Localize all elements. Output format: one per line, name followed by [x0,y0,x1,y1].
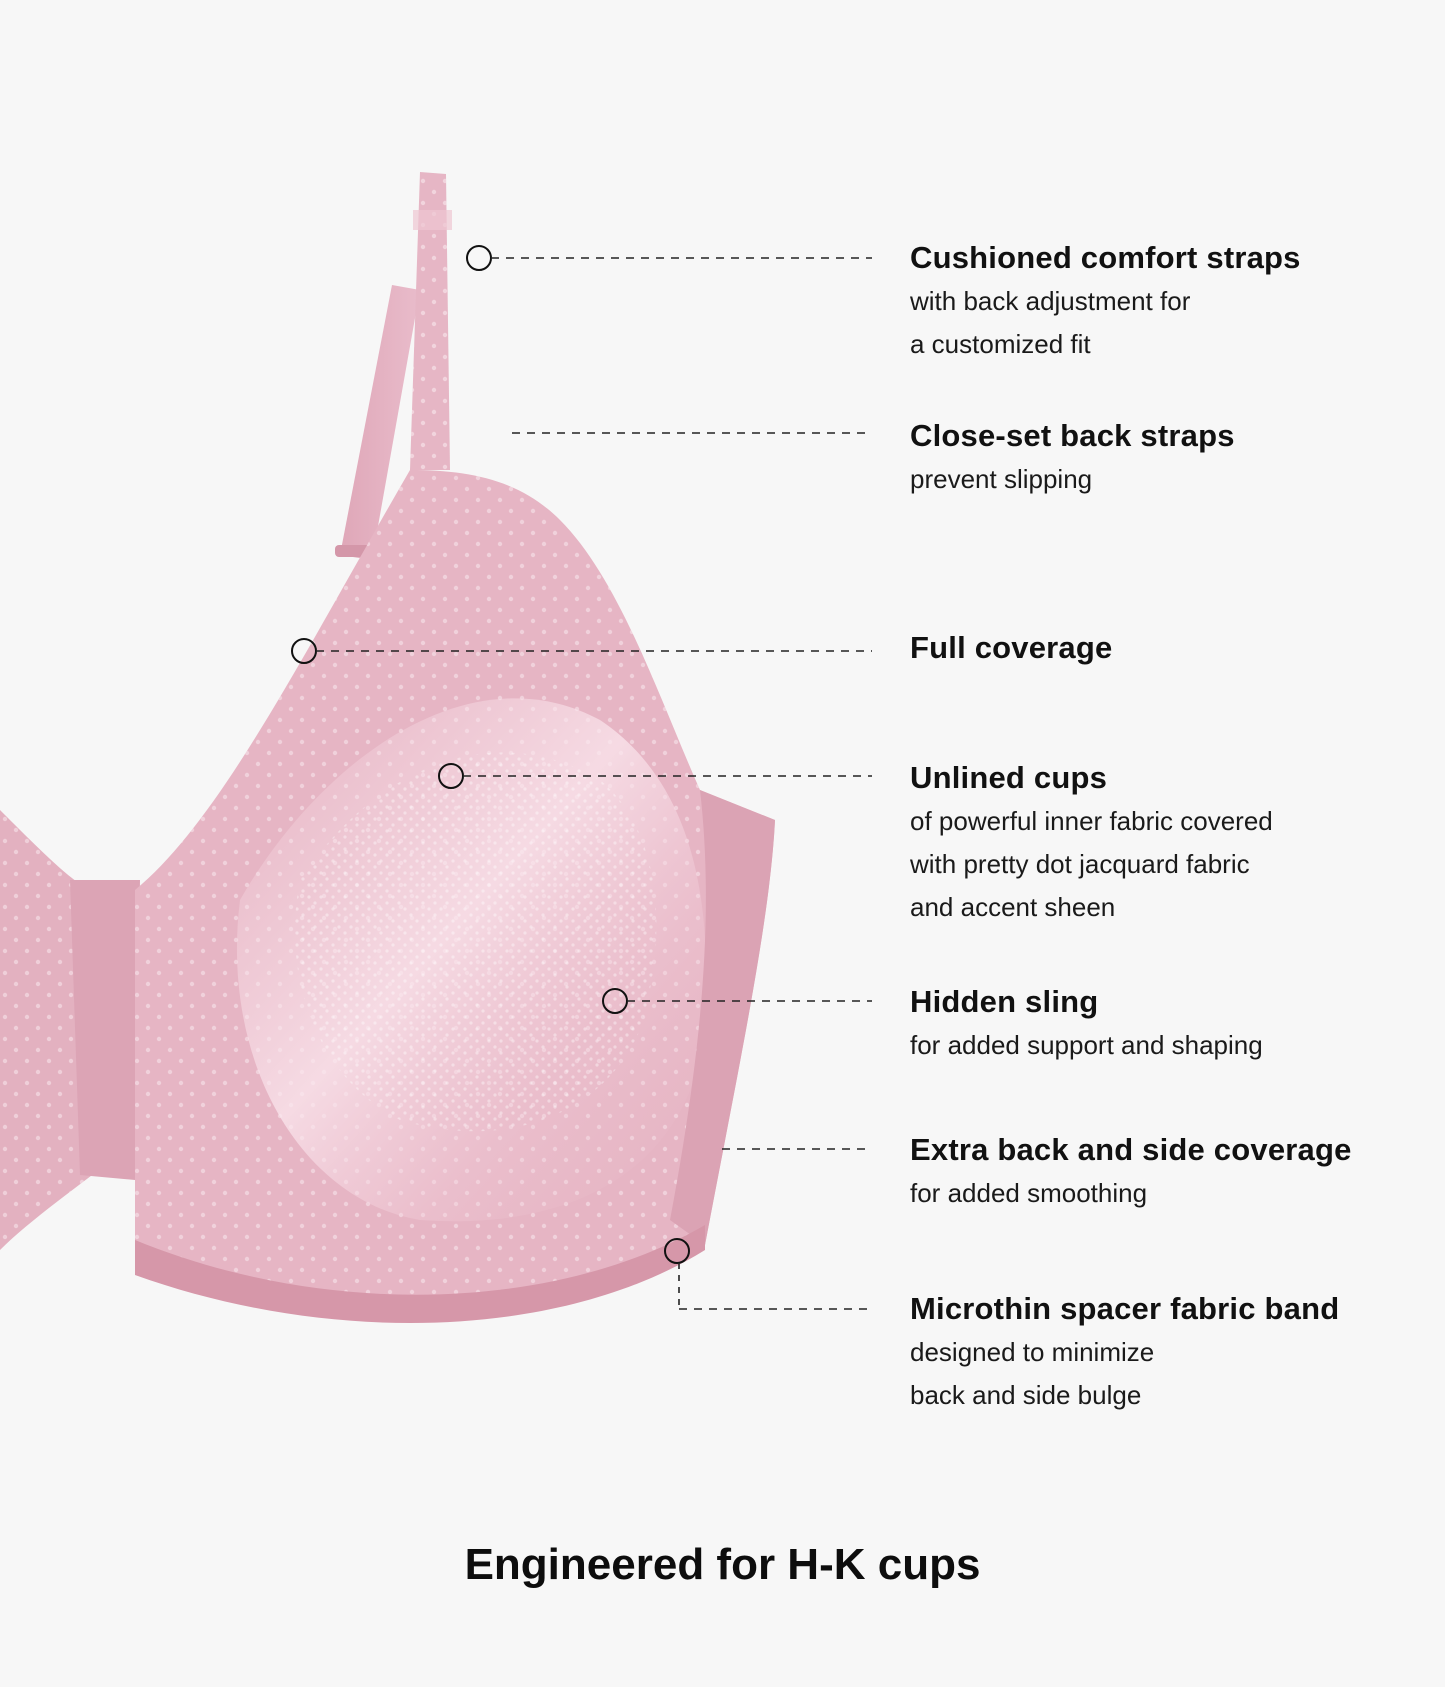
feature-title: Cushioned comfort straps [910,240,1301,275]
feature-unlined-cups: Unlined cups of powerful inner fabric co… [910,756,1430,929]
feature-extra-back-side-coverage: Extra back and side coverage for added s… [910,1128,1430,1215]
feature-microthin-spacer-band: Microthin spacer fabric band designed to… [910,1287,1430,1417]
feature-title: Full coverage [910,630,1113,665]
callout-hidden-sling [602,988,872,1014]
feature-description: with back adjustment for a customized fi… [910,286,1191,359]
feature-description: designed to minimize back and side bulge [910,1337,1155,1410]
feature-close-set-back-straps: Close-set back straps prevent slipping [910,414,1430,501]
center-gore [70,880,140,1180]
feature-title: Extra back and side coverage [910,1132,1352,1167]
feature-description: for added support and shaping [910,1030,1263,1060]
front-strap [410,172,452,470]
callout-microthin-spacer-band [664,1238,872,1310]
callout-full-coverage [291,638,872,664]
feature-title: Close-set back straps [910,418,1235,453]
tagline-heading: Engineered for H-K cups [464,1540,981,1589]
feature-description: prevent slipping [910,464,1093,494]
feature-title: Unlined cups [910,760,1108,795]
feature-cushioned-comfort-straps: Cushioned comfort straps with back adjus… [910,236,1430,366]
feature-hidden-sling: Hidden sling for added support and shapi… [910,980,1430,1067]
main-cup [135,470,775,1324]
feature-title: Hidden sling [910,984,1099,1019]
callout-cushioned-comfort-straps [466,245,872,271]
callout-unlined-cups [438,763,872,789]
feature-description: of powerful inner fabric covered with pr… [910,806,1273,922]
feature-title: Microthin spacer fabric band [910,1291,1340,1326]
feature-description: for added smoothing [910,1178,1148,1208]
feature-full-coverage: Full coverage [910,626,1430,670]
